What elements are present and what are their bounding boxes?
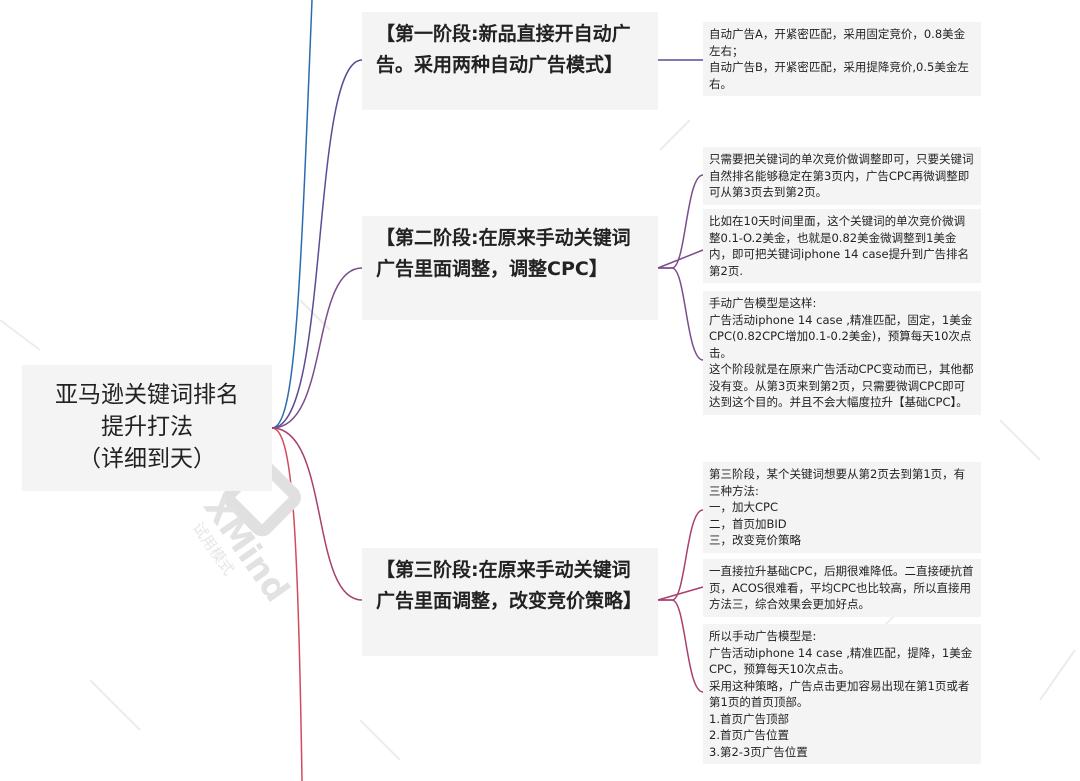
stage-2-detail-3[interactable]: 手动广告模型是这样: 广告活动iphone 14 case ,精准匹配，固定，1…: [703, 291, 981, 415]
stage-3-detail-2[interactable]: 一直接拉升基础CPC，后期很难降低。二直接硬抗首页，ACOS很难看，平均CPC也…: [703, 559, 981, 617]
stage-1-detail[interactable]: 自动广告A，开紧密匹配，采用固定竞价，0.8美金左右； 自动广告B，开紧密匹配，…: [703, 22, 981, 96]
connector-stage1: [271, 59, 363, 429]
stage-3-detail-3[interactable]: 所以手动广告模型是: 广告活动iphone 14 case ,精准匹配，提降，1…: [703, 624, 981, 764]
connector-stage2: [271, 267, 363, 429]
stage-2-topic[interactable]: 【第二阶段:在原来手动关键词广告里面调整，调整CPC】: [362, 216, 658, 320]
stage-3-topic[interactable]: 【第三阶段:在原来手动关键词广告里面调整，改变竞价策略】: [362, 548, 658, 656]
stage-2-detail-1[interactable]: 只需要把关键词的单次竞价做调整即可，只要关键词自然排名能够稳定在第3页内，广告C…: [703, 147, 981, 205]
branch-blue: [271, 0, 313, 429]
stage-1-topic[interactable]: 【第一阶段:新品直接开自动广告。采用两种自动广告模式】: [362, 12, 658, 110]
root-topic[interactable]: 亚马逊关键词排名 提升打法 （详细到天）: [22, 365, 272, 491]
stage-3-detail-1[interactable]: 第三阶段，某个关键词想要从第2页去到第1页，有三种方法: 一，加大CPC 二，首…: [703, 462, 981, 553]
connector-stage3: [271, 427, 363, 601]
stage-2-detail-2[interactable]: 比如在10天时间里面，这个关键词的单次竞价微调整0.1-O.2美金，也就是0.8…: [703, 209, 981, 283]
